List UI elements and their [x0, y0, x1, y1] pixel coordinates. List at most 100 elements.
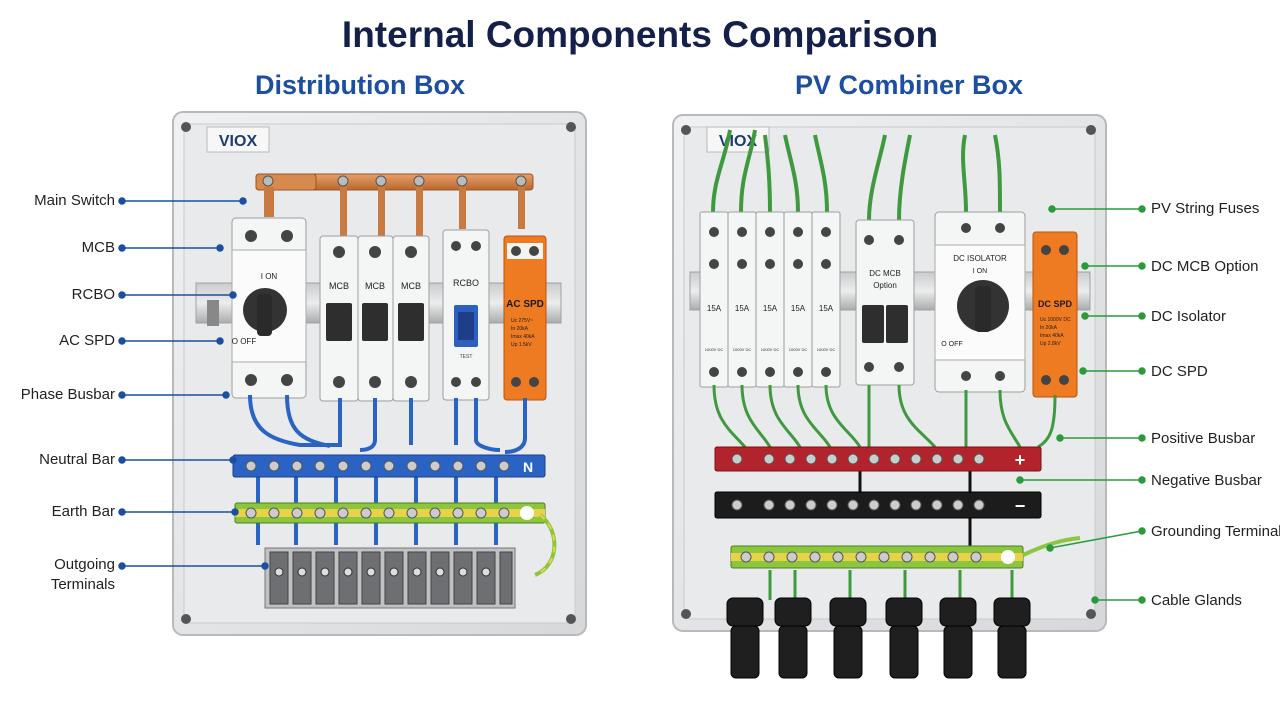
screw-icon [566, 122, 576, 132]
fuse-voltage-1: 1000V DC [705, 347, 724, 352]
ac-spd-spec-4: Up 1.5kV [511, 342, 532, 348]
fuse-rating-5: 15A [819, 304, 834, 313]
dc-spd-spec-3: Imax 40kA [1040, 333, 1064, 339]
fuse-voltage-2: 1000V DC [733, 347, 752, 352]
ac-spd-spec-3: Imax 40kA [511, 334, 535, 340]
fuse-rating-2: 15A [735, 304, 750, 313]
label-main-switch: Main Switch [34, 192, 115, 209]
screw-icon [181, 122, 191, 132]
rcbo-test: TEST [460, 354, 473, 360]
pv-string-fuses: 15A 15A 15A 15A 15A 1000V DC 1000V DC 10… [699, 211, 841, 388]
earth-symbol-icon [1001, 550, 1015, 564]
brand-logo: VIOX [219, 133, 258, 150]
dc-isolator: DC ISOLATOR I ON O OFF [934, 211, 1026, 393]
page-title: Internal Components Comparison [341, 14, 939, 55]
main-switch-on: I ON [261, 272, 278, 281]
label-outgoing: Outgoing [54, 556, 115, 573]
screw-icon [681, 125, 691, 135]
ac-spd-spec-1: Uc 275V~ [511, 318, 533, 324]
fuse-holder [783, 211, 813, 388]
ac-spd-spec-2: In 20kA [511, 326, 529, 332]
dc-spd-spec-1: Uc 1000V DC [1040, 317, 1071, 323]
label-earth-bar: Earth Bar [51, 503, 115, 520]
fuse-voltage-4: 1000V DC [789, 347, 808, 352]
plus-mark: + [1015, 450, 1026, 470]
earth-bar [234, 502, 557, 577]
rcbo: RCBO TEST [442, 229, 490, 401]
right-heading: PV Combiner Box [794, 70, 1024, 100]
fuse-holder [811, 211, 841, 388]
label-pv-string-fuses: PV String Fuses [1151, 200, 1260, 217]
ac-spd-title: AC SPD [506, 299, 544, 310]
grounding-terminal [730, 536, 1081, 569]
dc-mcb-line1: DC MCB [869, 269, 901, 278]
label-positive-busbar: Positive Busbar [1151, 430, 1256, 447]
left-leader-lines [118, 197, 269, 570]
fuse-voltage-3: 1000V DC [761, 347, 780, 352]
screw-icon [681, 609, 691, 619]
phase-busbar [255, 173, 534, 239]
neutral-mark: N [523, 459, 533, 475]
dc-spd-title: DC SPD [1038, 299, 1073, 309]
isolator-title: DC ISOLATOR [953, 254, 1007, 263]
rail-clip [207, 300, 219, 326]
screw-icon [181, 614, 191, 624]
fuse-rating-4: 15A [791, 304, 806, 313]
dc-spd: DC SPD Uc 1000V DC In 20kA Imax 40kA Up … [1032, 231, 1078, 398]
minus-mark: − [1015, 496, 1026, 516]
label-neutral-bar: Neutral Bar [39, 451, 115, 468]
earth-symbol-icon [520, 506, 534, 520]
neutral-bar: N [232, 454, 546, 478]
cable-gland [885, 597, 923, 627]
fuse-holder [755, 211, 785, 388]
positive-busbar: + [714, 446, 1042, 472]
fuse-rating-3: 15A [763, 304, 778, 313]
label-negative-busbar: Negative Busbar [1151, 472, 1262, 489]
label-phase-busbar: Phase Busbar [20, 386, 115, 403]
negative-busbar: − [714, 491, 1042, 519]
dc-mcb-option: DC MCB Option [855, 219, 915, 386]
green-wires-lower [712, 384, 1057, 600]
outgoing-terminals [264, 547, 516, 609]
cable-gland [774, 597, 812, 627]
black-wires [858, 470, 972, 546]
label-dc-spd: DC SPD [1151, 363, 1208, 380]
main-switch-off: O OFF [232, 337, 257, 346]
label-grounding-terminal: Grounding Terminal [1151, 523, 1280, 540]
rcbo-label: RCBO [453, 278, 479, 288]
label-dc-mcb-option: DC MCB Option [1151, 258, 1259, 275]
dc-mcb-line2: Option [873, 281, 897, 290]
label-terminals: Terminals [50, 576, 115, 593]
label-dc-isolator: DC Isolator [1151, 308, 1227, 325]
cable-gland [939, 597, 977, 627]
dc-spd-spec-2: In 20kA [1040, 325, 1058, 331]
label-ac-spd: AC SPD [59, 332, 115, 349]
screw-icon [1086, 609, 1096, 619]
fuse-holder [727, 211, 757, 388]
cable-glands [726, 597, 1031, 679]
fuse-rating-1: 15A [707, 304, 722, 313]
left-heading: Distribution Box [255, 70, 465, 100]
right-leader-lines [1016, 205, 1146, 604]
cable-gland [829, 597, 867, 627]
label-cable-glands: Cable Glands [1151, 592, 1242, 609]
mcb-group: MCB MCB MCB [319, 235, 430, 402]
main-switch: I ON O OFF [231, 217, 307, 399]
green-wires-top [711, 129, 1002, 221]
mcb-label-2: MCB [365, 281, 385, 291]
right-brand-badge: VIOX [706, 126, 770, 153]
screw-icon [566, 614, 576, 624]
screw-icon [1086, 125, 1096, 135]
isolator-on: I ON [973, 268, 987, 275]
left-brand-badge: VIOX [206, 126, 270, 153]
fuse-holder [699, 211, 729, 388]
cable-gland [726, 597, 764, 627]
mcb-label-3: MCB [401, 281, 421, 291]
cable-gland [993, 597, 1031, 627]
mcb-label-1: MCB [329, 281, 349, 291]
label-mcb: MCB [81, 239, 115, 256]
ac-spd: AC SPD Uc 275V~ In 20kA Imax 40kA Up 1.5… [503, 235, 547, 401]
label-rcbo: RCBO [71, 286, 115, 303]
isolator-off: O OFF [941, 341, 962, 348]
